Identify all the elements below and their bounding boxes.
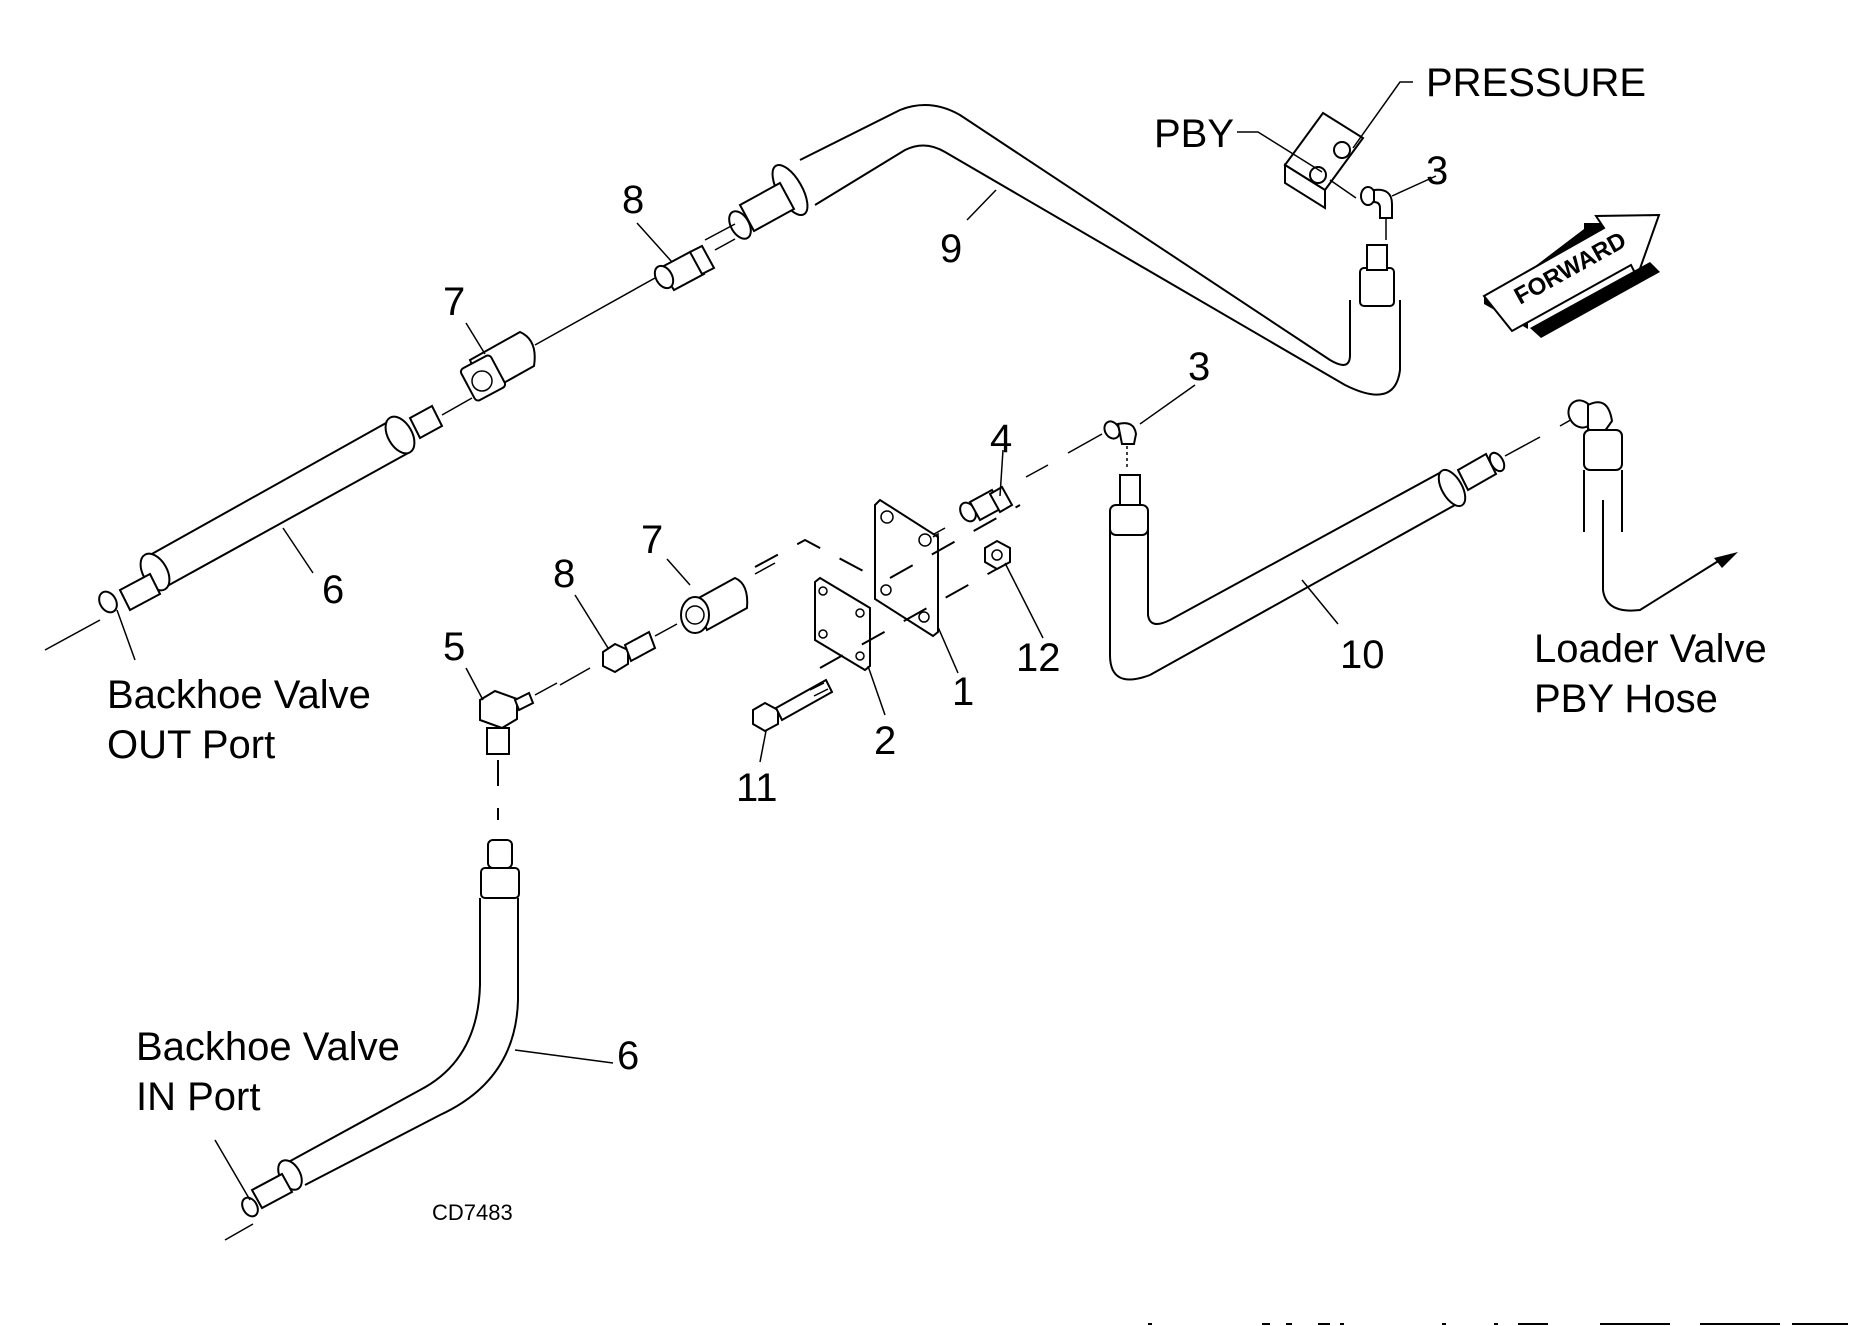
port-label-pby: PBY [1154, 112, 1234, 156]
part-7-upper-coupler [459, 277, 656, 402]
assembly-line [754, 538, 881, 581]
assembly-line [889, 504, 1021, 579]
part-3-upper-elbow [1360, 186, 1393, 240]
hose-6-upper [44, 397, 473, 651]
callout-3-upper: 3 [1426, 149, 1448, 193]
hose-9 [704, 104, 1401, 396]
callout-10: 10 [1340, 633, 1385, 677]
note-backhoe-in-line1: Backhoe Valve [136, 1025, 400, 1069]
manifold-block [1283, 111, 1365, 210]
leader-lines [116, 81, 1437, 1201]
drawing-code: CD7483 [432, 1200, 513, 1225]
callout-9: 9 [940, 227, 962, 271]
note-backhoe-out-line1: Backhoe Valve [107, 673, 371, 717]
callout-3-mid: 3 [1188, 345, 1210, 389]
part-4-fitting [924, 485, 1014, 540]
callout-2: 2 [874, 719, 896, 763]
gasket-plate-2 [814, 576, 871, 672]
callout-4: 4 [990, 417, 1012, 461]
part-5-elbow [479, 682, 558, 820]
part-8-mid-fitting [559, 623, 678, 686]
port-label-pressure: PRESSURE [1426, 61, 1646, 105]
note-backhoe-out-line2: OUT Port [107, 723, 275, 767]
hose-6-lower [224, 839, 520, 1241]
callout-8-upper: 8 [622, 178, 644, 222]
hose-10 [1109, 408, 1591, 681]
callout-12: 12 [1016, 636, 1061, 680]
part-11-bolt [752, 678, 834, 733]
part-7-mid-coupler [680, 562, 776, 634]
callout-11: 11 [736, 766, 778, 810]
note-backhoe-in-line2: IN Port [136, 1075, 260, 1119]
callout-6-upper: 6 [322, 568, 344, 612]
callout-8-mid: 8 [553, 552, 575, 596]
forward-direction-arrow: FORWARD [1482, 213, 1661, 338]
callout-6-lower: 6 [617, 1034, 639, 1078]
callout-7-upper: 7 [443, 280, 465, 324]
part-8-upper-fitting [653, 238, 736, 292]
callout-7-mid: 7 [641, 518, 663, 562]
note-loader-pby-line1: Loader Valve [1534, 627, 1767, 671]
note-loader-pby-line2: PBY Hose [1534, 677, 1718, 721]
callout-1: 1 [952, 670, 974, 714]
loader-valve-pby-hose [1567, 399, 1738, 612]
part-3-mid-elbow [1025, 420, 1138, 478]
part-12-nut [984, 539, 1011, 571]
assembly-line [819, 555, 1021, 669]
callout-5: 5 [443, 625, 465, 669]
